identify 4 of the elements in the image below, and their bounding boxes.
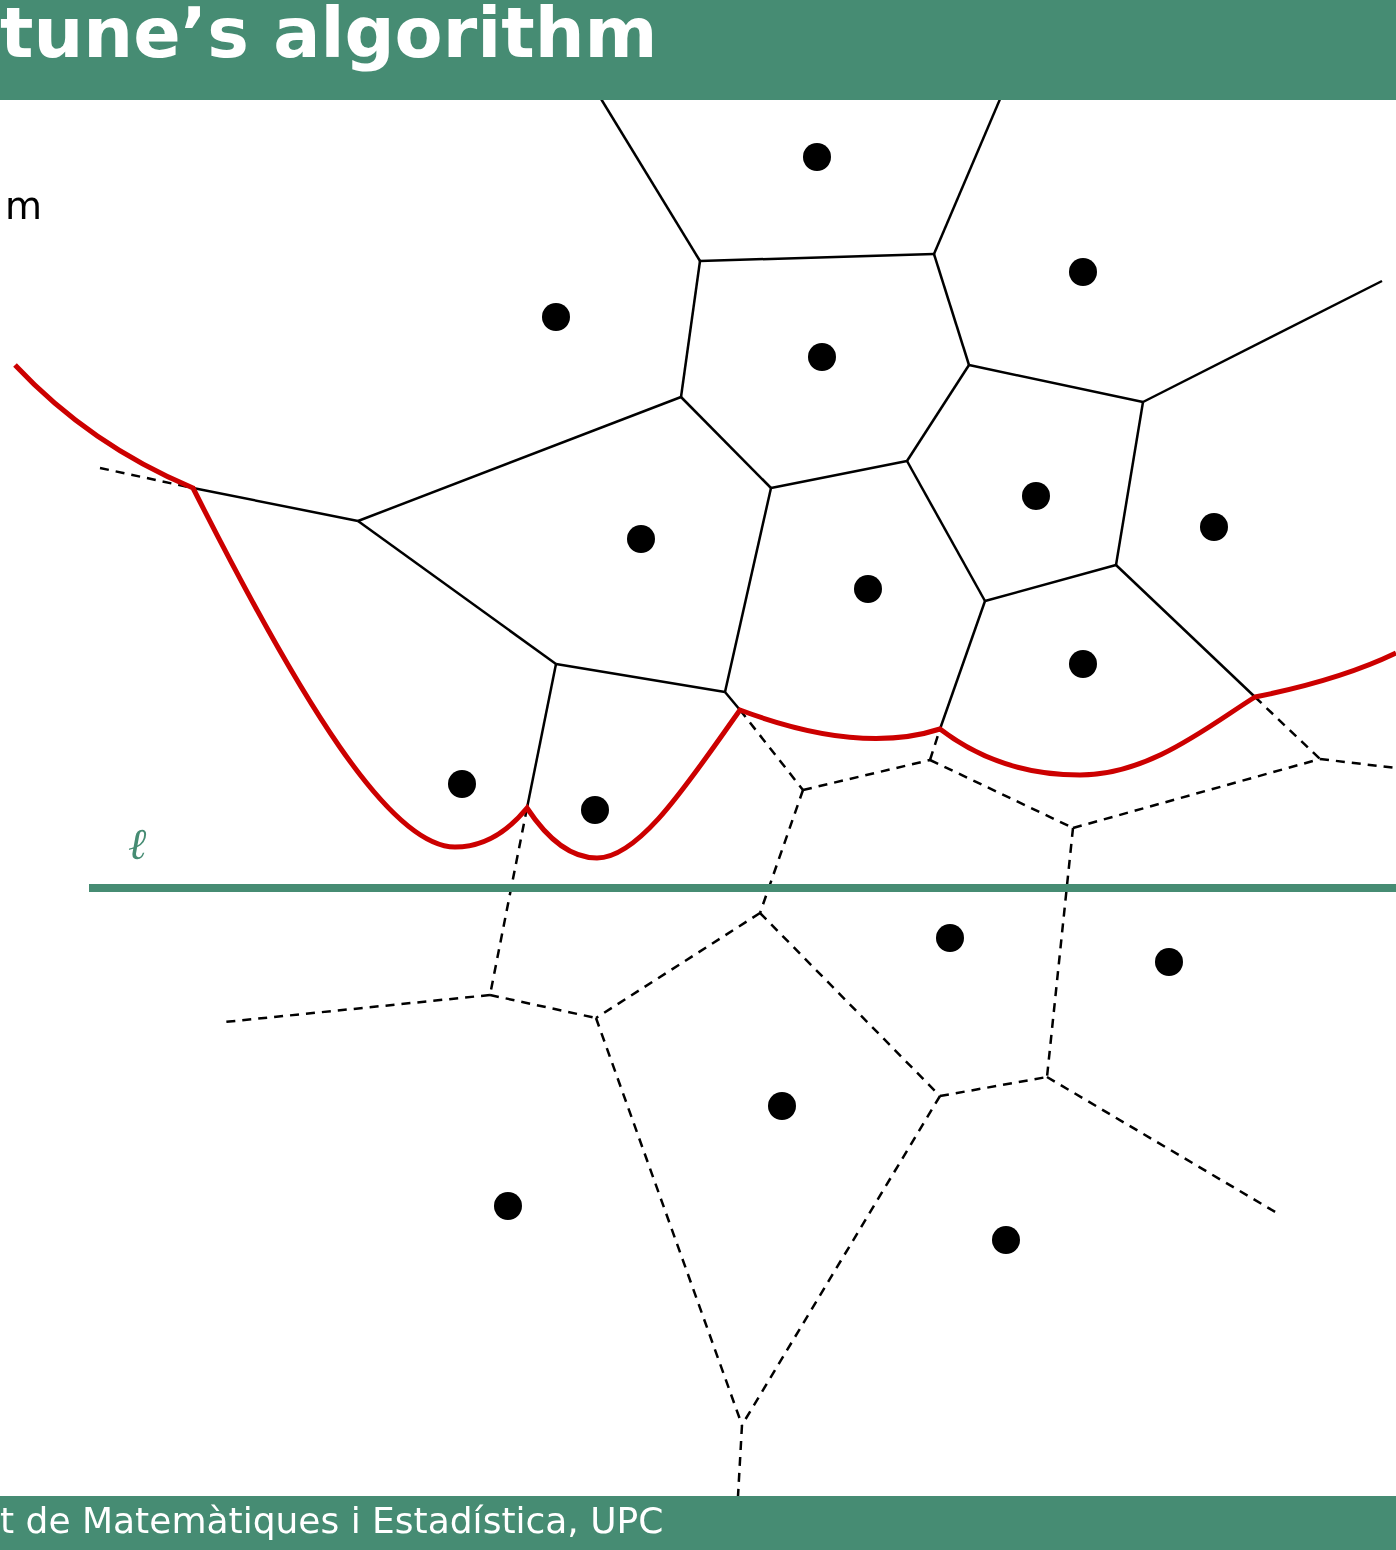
sweep-line-label: ℓ (128, 818, 147, 870)
slide-title: tune’s algorithm (0, 0, 658, 74)
footer-text: t de Matemàtiques i Estadística, UPC (0, 1500, 664, 1541)
cropped-text: m (5, 184, 43, 228)
